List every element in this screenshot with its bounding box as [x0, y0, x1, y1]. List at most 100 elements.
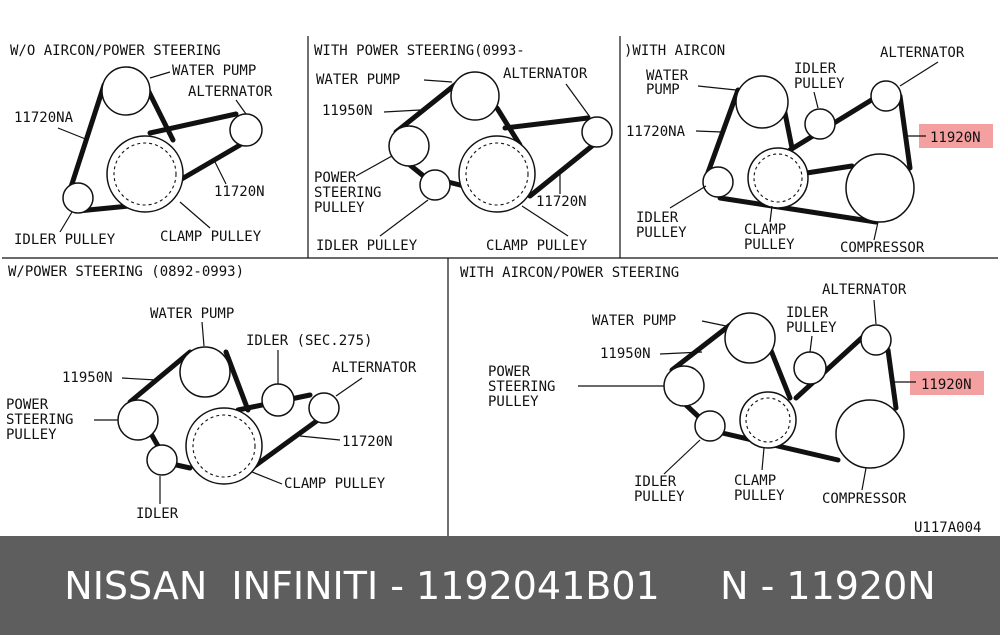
label-idler-pulley: IDLER PULLEY [316, 238, 418, 254]
label-compressor: COMPRESSOR [840, 240, 925, 256]
idler-pulley [146, 444, 178, 476]
label-alternator: ALTERNATOR [188, 84, 273, 100]
part-number-caption: NISSAN INFINITI - 1192041B01 N - 11920N [64, 563, 936, 608]
power-steering-pulley [663, 365, 705, 407]
label-clamp-pulley: CLAMP PULLEY [160, 229, 262, 245]
clamp-pulley [747, 147, 809, 209]
label-clamp-2: PULLEY [744, 237, 795, 253]
panel-title: W/O AIRCON/POWER STEERING [10, 43, 221, 59]
drive-belt [177, 142, 243, 183]
idler-pulley-upper [804, 108, 836, 140]
label-idler-lower-2: PULLEY [634, 489, 685, 505]
drive-belt [393, 81, 459, 135]
idler-pulley [419, 169, 451, 201]
idler-pulley-lower [702, 166, 734, 198]
label-belt-11950n: 11950N [600, 346, 651, 362]
drive-belt [767, 345, 793, 401]
idler-pulley-upper [793, 351, 827, 385]
label-power-steering-2: STEERING [488, 379, 555, 395]
clamp-pulley [458, 135, 536, 213]
label-clamp-pulley: CLAMP PULLEY [284, 476, 386, 492]
belt-routing-diagram: W/O AIRCON/POWER STEERING WATER PUMP ALT… [2, 36, 998, 536]
label-power-steering-2: STEERING [314, 185, 381, 201]
clamp-pulley [106, 135, 184, 213]
label-power-steering-3: PULLEY [314, 200, 365, 216]
label-belt-11950n: 11950N [322, 103, 373, 119]
drive-belt [897, 93, 913, 171]
panel-title: )WITH AIRCON [624, 43, 725, 59]
label-idler: IDLER [136, 506, 179, 522]
compressor-pulley [845, 153, 915, 223]
label-idler-upper-1: IDLER [794, 61, 837, 77]
drive-belt [127, 349, 193, 405]
drive-belt [797, 163, 855, 177]
water-pump-pulley [724, 312, 776, 364]
water-pump-pulley [735, 75, 789, 129]
panel-title: WITH AIRCON/POWER STEERING [460, 265, 679, 281]
label-belt-11720n: 11720N [342, 434, 393, 450]
drive-belt [147, 111, 239, 136]
label-power-steering-1: POWER [314, 170, 357, 186]
drive-belt [683, 402, 703, 421]
label-idler-sec275: IDLER (SEC.275) [246, 333, 372, 349]
alternator-pulley [581, 116, 613, 148]
panel-with-aircon-power-steering: WITH AIRCON/POWER STEERING ALTERNATOR WA… [460, 265, 984, 507]
label-power-steering-2: STEERING [6, 412, 73, 428]
label-belt-11720na: 11720NA [626, 124, 686, 140]
panel-frames [2, 36, 998, 536]
water-pump-pulley [101, 66, 151, 116]
clamp-pulley-inner [745, 397, 791, 443]
footer-bar: NISSAN INFINITI - 1192041B01 N - 11920N [0, 536, 1000, 635]
label-power-steering-3: PULLEY [6, 427, 57, 443]
label-clamp-pulley: CLAMP PULLEY [486, 238, 588, 254]
alternator-pulley [870, 80, 902, 112]
label-belt-11720n: 11720N [214, 184, 265, 200]
label-water-pump: WATER PUMP [150, 306, 234, 322]
label-water-pump: WATER PUMP [172, 63, 256, 79]
panel-without-aircon-power-steering: W/O AIRCON/POWER STEERING WATER PUMP ALT… [10, 43, 273, 248]
drive-belt [502, 115, 591, 131]
alternator-pulley [308, 392, 340, 424]
label-idler-lower-1: IDLER [636, 210, 679, 226]
drive-belt [717, 195, 879, 225]
label-belt-11950n: 11950N [62, 370, 113, 386]
clamp-pulley-inner [192, 414, 256, 478]
drive-belt [793, 331, 869, 401]
label-power-steering-1: POWER [488, 364, 531, 380]
drive-belt [67, 82, 107, 193]
label-water-2: PUMP [646, 82, 680, 98]
panel-title: WITH POWER STEERING(0993- [314, 43, 525, 59]
idler-pulley-lower [694, 410, 726, 442]
highlight-belt-11920n [919, 124, 993, 148]
drive-belt [249, 417, 321, 471]
label-water-pump: WATER PUMP [316, 72, 400, 88]
label-power-steering-1: POWER [6, 397, 49, 413]
label-idler-upper-1: IDLER [786, 305, 829, 321]
label-alternator: ALTERNATOR [503, 66, 588, 82]
label-clamp-2: PULLEY [734, 488, 785, 504]
label-belt-11920n: 11920N [930, 130, 981, 146]
compressor-pulley [835, 399, 905, 469]
water-pump-pulley [450, 71, 500, 121]
panel-power-steering-0892-0993: W/POWER STEERING (0892-0993) WATER PUMP … [6, 264, 417, 522]
label-alternator: ALTERNATOR [332, 360, 417, 376]
label-idler-upper-2: PULLEY [786, 320, 837, 336]
idler-pulley [62, 182, 94, 214]
alternator-pulley [229, 113, 263, 147]
clamp-pulley-inner [113, 142, 177, 206]
label-belt-11920n: 11920N [921, 377, 972, 393]
clamp-pulley-inner [753, 153, 803, 203]
panel-title: W/POWER STEERING (0892-0993) [8, 264, 244, 280]
drive-belt [223, 349, 251, 413]
clamp-pulley-inner [465, 142, 529, 206]
label-power-steering-3: PULLEY [488, 394, 539, 410]
label-idler-pulley: IDLER PULLEY [14, 232, 116, 248]
power-steering-pulley [388, 125, 430, 167]
label-alternator: ALTERNATOR [880, 45, 965, 61]
diagram-code: U117A004 [914, 520, 981, 536]
label-alternator: ALTERNATOR [822, 282, 907, 298]
drive-belt [703, 87, 741, 181]
label-belt-11720n: 11720N [536, 194, 587, 210]
label-clamp-1: CLAMP [734, 473, 776, 489]
panel-with-aircon: )WITH AIRCON WATER PUMP IDLER PULLEY ALT… [624, 43, 993, 256]
